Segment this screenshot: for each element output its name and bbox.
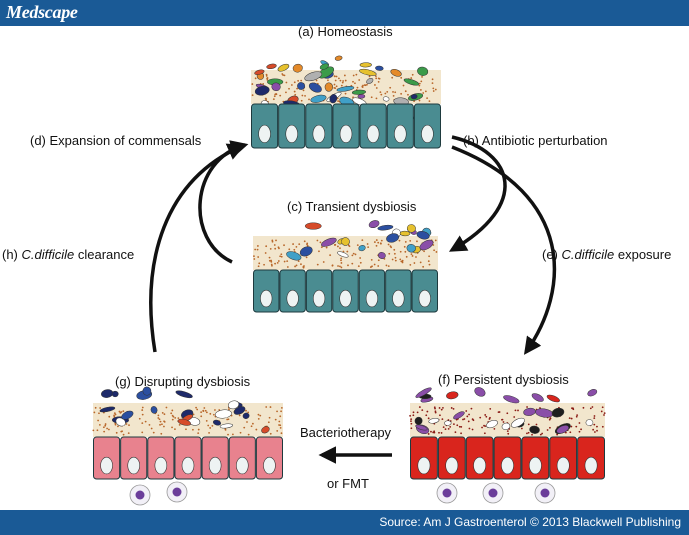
label-or-fmt: or FMT	[327, 476, 369, 491]
footer-bar: Source: Am J Gastroenterol © 2013 Blackw…	[0, 510, 689, 535]
arrow-g-to-a	[149, 143, 246, 353]
label-antibiotic-perturbation: (b) Antibiotic perturbation	[463, 133, 608, 148]
label-persistent-dysbiosis: (f) Persistent dysbiosis	[438, 372, 569, 387]
label-transient-dysbiosis: (c) Transient dysbiosis	[287, 199, 417, 214]
label-cdiff-clearance: (h) C.difficile clearance	[2, 247, 135, 262]
panel-homeostasis	[251, 55, 442, 149]
panel-persistent-dysbiosis	[409, 387, 606, 504]
label-homeostasis: (a) Homeostasis	[298, 24, 393, 39]
medscape-logo[interactable]: Medscape	[6, 2, 78, 22]
arrow-a-to-b	[448, 135, 507, 252]
panel-disrupting-dysbiosis	[92, 386, 284, 506]
source-citation: Source: Am J Gastroenterol © 2013 Blackw…	[379, 515, 681, 529]
label-cdiff-exposure: (e) C.difficile exposure	[542, 247, 672, 262]
label-expansion-commensals: (d) Expansion of commensals	[30, 133, 202, 148]
panel-transient-dysbiosis	[253, 220, 439, 313]
diagram-canvas	[92, 55, 606, 506]
label-disrupting-dysbiosis: (g) Disrupting dysbiosis	[115, 374, 251, 389]
header-bar: Medscape	[0, 0, 689, 26]
arrow-a-to-f	[451, 145, 557, 355]
arrow-c-to-a	[198, 140, 249, 264]
label-bacteriotherapy: Bacteriotherapy	[300, 425, 392, 440]
